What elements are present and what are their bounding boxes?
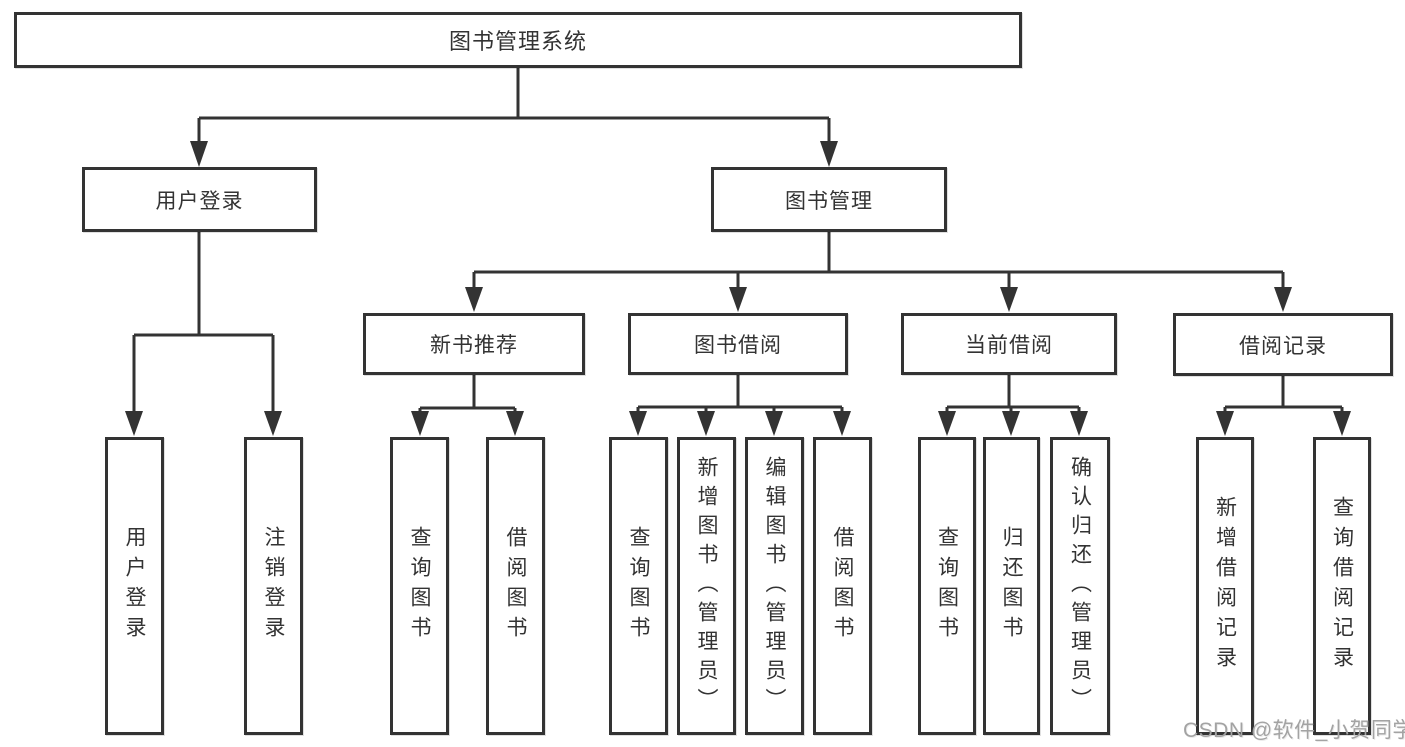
leaf-query-borrow-record: 查询借阅记录 <box>1313 437 1371 735</box>
connector-login-to-leaves <box>125 232 282 436</box>
connector-newbook-to-leaves <box>411 375 524 436</box>
csdn-watermark: CSDN @软件_小贺同学 <box>1183 719 1405 742</box>
node-current-borrow-label: 当前借阅 <box>965 334 1053 357</box>
leaf-borrow-book-label: 借阅图书 <box>831 526 854 646</box>
leaf-borrow-book: 借阅图书 <box>813 437 872 735</box>
connector-borrow-to-leaves <box>629 375 851 436</box>
node-borrow-records: 借阅记录 <box>1173 313 1393 376</box>
leaf-newrec-borrow-book: 借阅图书 <box>486 437 545 735</box>
leaf-newrec-query-book-label: 查询图书 <box>408 526 431 646</box>
connector-records-to-leaves <box>1216 376 1351 436</box>
leaf-return-book-label: 归还图书 <box>1000 526 1023 646</box>
leaf-add-borrow-record-label: 新增借阅记录 <box>1213 496 1237 676</box>
node-user-login-label: 用户登录 <box>155 189 244 213</box>
connector-root-to-branches <box>190 68 838 167</box>
leaf-newrec-borrow-book-label: 借阅图书 <box>504 526 527 646</box>
leaf-add-book-admin: 新增图书（管理员） <box>677 437 736 735</box>
leaf-edit-book-admin: 编辑图书（管理员） <box>745 437 804 735</box>
node-root-system: 图书管理系统 <box>14 12 1022 68</box>
leaf-add-borrow-record: 新增借阅记录 <box>1196 437 1254 735</box>
node-current-borrow: 当前借阅 <box>901 313 1117 375</box>
leaf-edit-book-admin-label: 编辑图书（管理员） <box>763 455 786 717</box>
connector-current-to-leaves <box>938 375 1088 436</box>
node-user-login-branch: 用户登录 <box>82 167 317 232</box>
leaf-logout-label: 注销登录 <box>262 526 285 646</box>
leaf-add-book-admin-label: 新增图书（管理员） <box>695 455 718 717</box>
leaf-current-query-book: 查询图书 <box>918 437 976 735</box>
node-root-label: 图书管理系统 <box>448 29 587 54</box>
leaf-confirm-return-admin-label: 确认归还（管理员） <box>1068 455 1092 717</box>
node-book-borrow-label: 图书借阅 <box>694 334 782 357</box>
leaf-confirm-return-admin: 确认归还（管理员） <box>1050 437 1110 735</box>
node-book-mgmt-label: 图书管理 <box>785 189 873 213</box>
node-book-mgmt-branch: 图书管理 <box>711 167 947 232</box>
leaf-borrow-query-book: 查询图书 <box>609 437 668 735</box>
leaf-borrow-query-book-label: 查询图书 <box>627 526 650 646</box>
leaf-current-query-book-label: 查询图书 <box>935 526 959 646</box>
node-borrow-records-label: 借阅记录 <box>1239 334 1327 358</box>
leaf-newrec-query-book: 查询图书 <box>390 437 449 735</box>
node-book-borrow: 图书借阅 <box>628 313 848 375</box>
leaf-return-book: 归还图书 <box>983 437 1040 735</box>
leaf-query-borrow-record-label: 查询借阅记录 <box>1330 496 1354 676</box>
connector-mgmt-to-groups <box>465 232 1292 312</box>
leaf-logout: 注销登录 <box>244 437 303 735</box>
node-new-book-recommend-label: 新书推荐 <box>430 334 518 357</box>
leaf-user-login-label: 用户登录 <box>123 526 146 646</box>
leaf-user-login: 用户登录 <box>105 437 164 735</box>
node-new-book-recommend: 新书推荐 <box>363 313 585 375</box>
